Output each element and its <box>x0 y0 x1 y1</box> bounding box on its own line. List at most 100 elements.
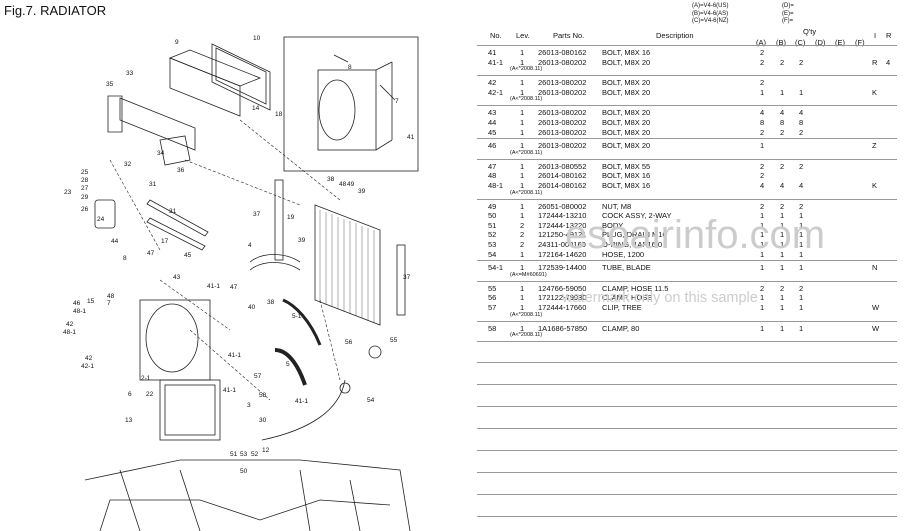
radiator-exploded-diagram: 9103335141834368741323131172528272329262… <box>63 35 419 531</box>
cell-desc: BOLT, M8X 20 <box>602 127 651 137</box>
cell-part: 172444-17660 <box>538 303 587 312</box>
drain-hose <box>261 379 346 441</box>
cell-a: 2 <box>760 201 765 211</box>
cell-lev: 1 <box>520 303 525 312</box>
cell-desc: BOLT, M8X 20 <box>602 87 651 97</box>
callout-26: 26 <box>81 206 89 213</box>
empty-row-rule <box>477 384 897 386</box>
header-col-c: (C) <box>795 38 806 47</box>
cell-part: 172444-13210 <box>538 211 587 221</box>
empty-row-rule <box>477 472 897 474</box>
cell-b: 1 <box>780 249 785 259</box>
callout-30: 30 <box>259 417 267 424</box>
cell-lev: 1 <box>520 161 525 171</box>
cell-a: 1 <box>760 263 765 273</box>
cell-part: 26014-080162 <box>538 171 587 181</box>
cell-no: 57 <box>488 303 497 312</box>
callout-42: 42 <box>85 355 93 362</box>
cell-no: 42-1 <box>488 87 504 97</box>
callout-18: 18 <box>275 111 283 118</box>
cell-lev: 1 <box>520 293 525 303</box>
cell-c: 1 <box>799 263 804 273</box>
cell-c: 2 <box>799 57 804 67</box>
cell-c: 8 <box>799 118 804 127</box>
row-rule <box>477 341 897 343</box>
callout-48-1: 48-1 <box>63 329 76 336</box>
callout-2-1: 2-1 <box>141 375 151 382</box>
cell-a: 1 <box>760 230 765 240</box>
date-note: (A<*2008.11) <box>510 311 543 318</box>
cell-no: 51 <box>488 220 497 230</box>
cell-no: 43 <box>488 108 497 118</box>
cell-lev: 1 <box>520 283 525 293</box>
date-note: (A<=M#60691) <box>510 271 547 278</box>
cell-desc: BOLT, M8X 55 <box>602 161 651 171</box>
row-rule <box>477 260 897 262</box>
cell-b: 2 <box>780 161 785 171</box>
cell-a: 1 <box>760 141 765 151</box>
callout-22: 22 <box>146 391 154 398</box>
callout-52: 52 <box>251 451 259 458</box>
callout-42-1: 42-1 <box>81 363 94 370</box>
callout-33: 33 <box>126 70 134 77</box>
cell-c: 2 <box>799 201 804 211</box>
callout-39: 39 <box>298 237 306 244</box>
cell-desc: CLAMP, 80 <box>602 323 640 333</box>
callout-15: 15 <box>87 298 95 305</box>
cell-desc: BOLT, M8X 20 <box>602 78 651 88</box>
cell-i: N <box>872 263 878 273</box>
row-rule <box>477 158 897 160</box>
cell-no: 47 <box>488 161 497 171</box>
cell-desc: BOLT, M8X 20 <box>602 108 651 118</box>
callout-56: 56 <box>345 339 353 346</box>
cell-desc: NUT, M8 <box>602 201 632 211</box>
cell-c: 2 <box>799 127 804 137</box>
cell-lev: 1 <box>520 48 525 57</box>
duct-box <box>169 57 241 117</box>
callout-5: 5 <box>286 361 290 368</box>
callout-41-1: 41-1 <box>207 283 220 290</box>
callout-41-1: 41-1 <box>228 352 241 359</box>
cell-no: 52 <box>488 230 497 240</box>
callout-31: 31 <box>169 208 177 215</box>
cell-no: 55 <box>488 283 497 293</box>
cell-lev: 2 <box>520 220 525 230</box>
cell-lev: 2 <box>520 240 525 249</box>
watermark-note: watermark only on this sample <box>562 290 758 306</box>
callout-10: 10 <box>253 35 261 42</box>
inset-box <box>283 36 419 172</box>
callout-12: 12 <box>262 447 270 454</box>
date-note: (A<*2008.11) <box>510 96 543 103</box>
cell-a: 1 <box>760 240 765 249</box>
cell-lev: 1 <box>520 323 525 333</box>
cell-lev: 2 <box>520 230 525 240</box>
empty-row-rule <box>477 406 897 408</box>
callout-53: 53 <box>240 451 248 458</box>
callout-32: 32 <box>124 161 132 168</box>
callout-24: 24 <box>97 216 105 223</box>
cell-c: 4 <box>799 181 804 190</box>
cell-a: 2 <box>760 161 765 171</box>
cell-b: 1 <box>780 230 785 240</box>
cell-lev: 1 <box>520 211 525 221</box>
watermark-url: esoairinfo.com <box>565 213 826 257</box>
callout-50: 50 <box>240 468 248 475</box>
empty-row-rule <box>477 516 897 518</box>
base-frame <box>84 459 411 531</box>
row-rule <box>477 138 897 140</box>
cell-desc: BOLT, M8X 20 <box>602 141 651 151</box>
fan-shroud <box>139 299 211 381</box>
cell-part: 172444-13220 <box>538 220 587 230</box>
cell-no: 50 <box>488 211 497 221</box>
date-note: (A<*2008.11) <box>510 332 543 339</box>
callout-4: 4 <box>248 242 252 249</box>
cell-part: 26014-080162 <box>538 181 587 190</box>
header-qty: Q'ty <box>803 27 817 36</box>
callout-49: 49 <box>347 181 355 188</box>
cell-a: 1 <box>760 220 765 230</box>
header-col-b: (B) <box>776 38 786 47</box>
cell-no: 49 <box>488 201 497 211</box>
cell-b: 2 <box>780 57 785 67</box>
date-note: (A<*2008.11) <box>510 66 543 73</box>
cell-a: 8 <box>760 118 765 127</box>
